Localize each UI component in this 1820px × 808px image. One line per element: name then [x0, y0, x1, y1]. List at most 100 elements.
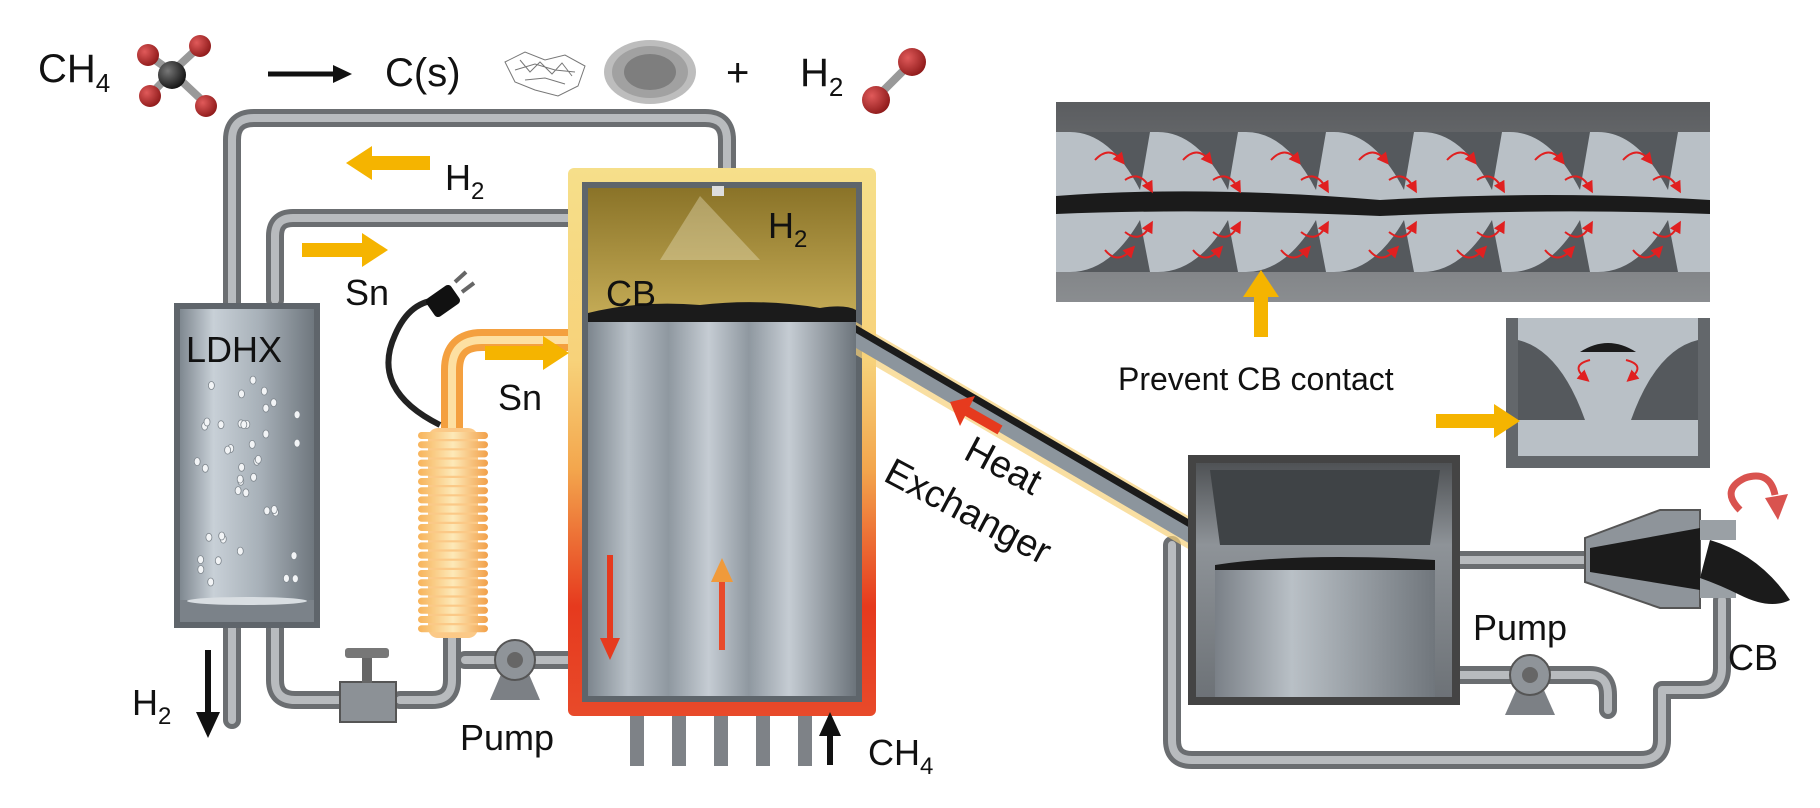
reactor-cb-label: CB [606, 273, 656, 314]
flow-curl [1622, 151, 1653, 165]
reactor-vessel [568, 168, 876, 766]
droplet [240, 420, 248, 430]
graphene-sheet-icon [504, 51, 586, 97]
pump-icon-right [1505, 654, 1555, 715]
collection-tank [1188, 455, 1460, 705]
coil-ring [418, 432, 488, 439]
h2-out-label: H2 [132, 682, 171, 730]
flow-curl [1652, 220, 1681, 238]
droplet [263, 506, 271, 516]
flow-curl [1300, 220, 1329, 238]
h2-out-arrow [196, 650, 220, 738]
flow-curl [1446, 151, 1477, 165]
inset-panel-channel [1056, 102, 1710, 302]
flow-curl [1476, 175, 1505, 194]
droplet [262, 403, 270, 413]
coil-ring [418, 616, 488, 623]
ldhx-label: LDHX [186, 329, 282, 370]
flow-curl [1388, 220, 1417, 238]
pump-left-label: Pump [460, 717, 554, 758]
droplet [217, 420, 225, 430]
ch4-in-arrow [819, 712, 841, 765]
flow-curl [1280, 245, 1312, 259]
vane-top [1422, 132, 1502, 190]
droplet [224, 445, 232, 455]
hydrogen-molecule-icon [862, 48, 926, 114]
equation-plus: + [726, 51, 749, 95]
vane-top [1070, 132, 1150, 190]
flow-curl [1534, 151, 1565, 165]
droplet [201, 463, 209, 473]
coil-ring [418, 533, 488, 541]
equation-product-gas: H2 [800, 51, 843, 102]
droplet [270, 398, 278, 408]
flow-curl [1094, 151, 1125, 165]
coil-ring [418, 588, 488, 596]
prevent-contact-label: Prevent CB contact [1118, 361, 1394, 397]
coil-ring [418, 606, 488, 614]
droplet [205, 532, 213, 542]
coil-ring [418, 496, 488, 504]
droplet [193, 457, 201, 467]
coil-ring [418, 468, 488, 476]
flow-curl [1388, 175, 1417, 194]
flow-curl [1124, 175, 1153, 194]
coil-ring [418, 450, 488, 458]
flow-curl [1124, 220, 1153, 238]
equation-product-solid: C(s) [385, 51, 461, 95]
cb-out-label: CB [1728, 637, 1778, 678]
valve-icon [339, 648, 397, 723]
reactor-h2-label: H2 [768, 205, 807, 253]
flow-curl [1652, 175, 1681, 194]
equation-reactant: CH4 [38, 47, 110, 98]
coil-ring [418, 524, 488, 531]
pump-icon [490, 639, 540, 700]
droplet [207, 577, 215, 587]
h2-return-arrow [346, 146, 430, 180]
flow-curl [1300, 175, 1329, 194]
panel-up-arrow [1243, 270, 1279, 337]
droplet [262, 429, 270, 439]
h2-return-label: H2 [445, 157, 484, 205]
flow-curl [1476, 220, 1505, 238]
droplet [207, 381, 215, 390]
inset-panel-cup [1506, 318, 1710, 468]
vane-bottom [1158, 220, 1238, 272]
coil-ring [418, 579, 488, 587]
pump-right-label: Pump [1473, 607, 1567, 648]
coil-ring [418, 441, 488, 449]
droplet [234, 486, 242, 496]
reaction-equation: CH4 C(s) + H2 [38, 35, 926, 117]
coil-ring [418, 625, 488, 633]
flow-curl [1564, 220, 1593, 238]
carbon-cluster-icon [604, 40, 696, 104]
methane-molecule-icon [137, 35, 217, 117]
power-plug-icon [385, 270, 476, 428]
vane-top [1334, 132, 1414, 190]
hot-sn-pipe [441, 329, 591, 441]
reaction-arrow [268, 65, 352, 83]
vane-bottom [1334, 220, 1414, 272]
droplet [282, 574, 290, 583]
sn-upper-label: Sn [345, 272, 389, 313]
droplet [293, 410, 301, 420]
cb-extruder [1584, 509, 1790, 609]
droplet [270, 505, 278, 514]
flow-curl [1212, 220, 1241, 238]
droplet [290, 551, 298, 561]
coil-ring [418, 570, 488, 577]
droplet [236, 546, 244, 556]
vane-bottom [1510, 220, 1590, 272]
droplet [242, 488, 250, 498]
coil-ring [418, 560, 488, 568]
vane-bottom [1246, 220, 1326, 272]
vane-bottom [1598, 220, 1678, 272]
vane-top [1246, 132, 1326, 190]
pipe-network [223, 109, 1731, 769]
droplet [249, 375, 257, 385]
ch4-in-label: CH4 [868, 732, 933, 780]
droplet [203, 417, 211, 427]
vane-top [1510, 132, 1590, 190]
coil-ring [418, 505, 488, 513]
